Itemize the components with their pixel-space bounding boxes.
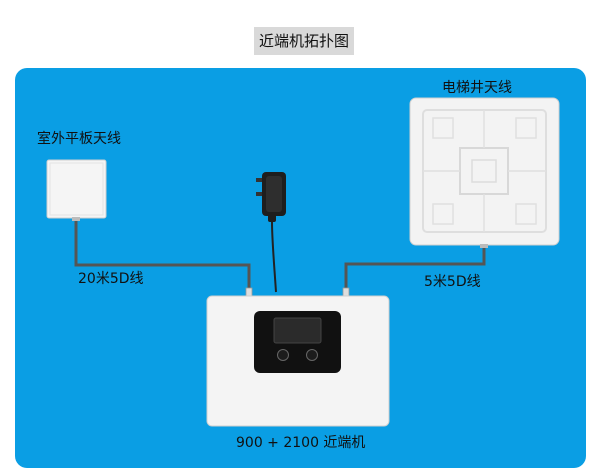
flat-panel-antenna-icon — [46, 159, 107, 221]
cable-left-label: 20米5D线 — [78, 271, 144, 287]
power-adapter-icon — [256, 172, 286, 222]
repeater-device-icon — [206, 295, 390, 427]
power-cable — [271, 221, 277, 293]
cable-right — [344, 244, 486, 292]
repeater-label: 900 + 2100 近端机 — [236, 435, 366, 451]
page-title: 近端机拓扑图 — [254, 27, 354, 55]
elevator-antenna-label: 电梯井天线 — [442, 80, 512, 96]
cable-left — [74, 219, 251, 292]
cable-right-label: 5米5D线 — [424, 274, 481, 290]
outdoor-antenna-label: 室外平板天线 — [37, 131, 121, 147]
elevator-shaft-antenna-icon — [409, 97, 560, 248]
